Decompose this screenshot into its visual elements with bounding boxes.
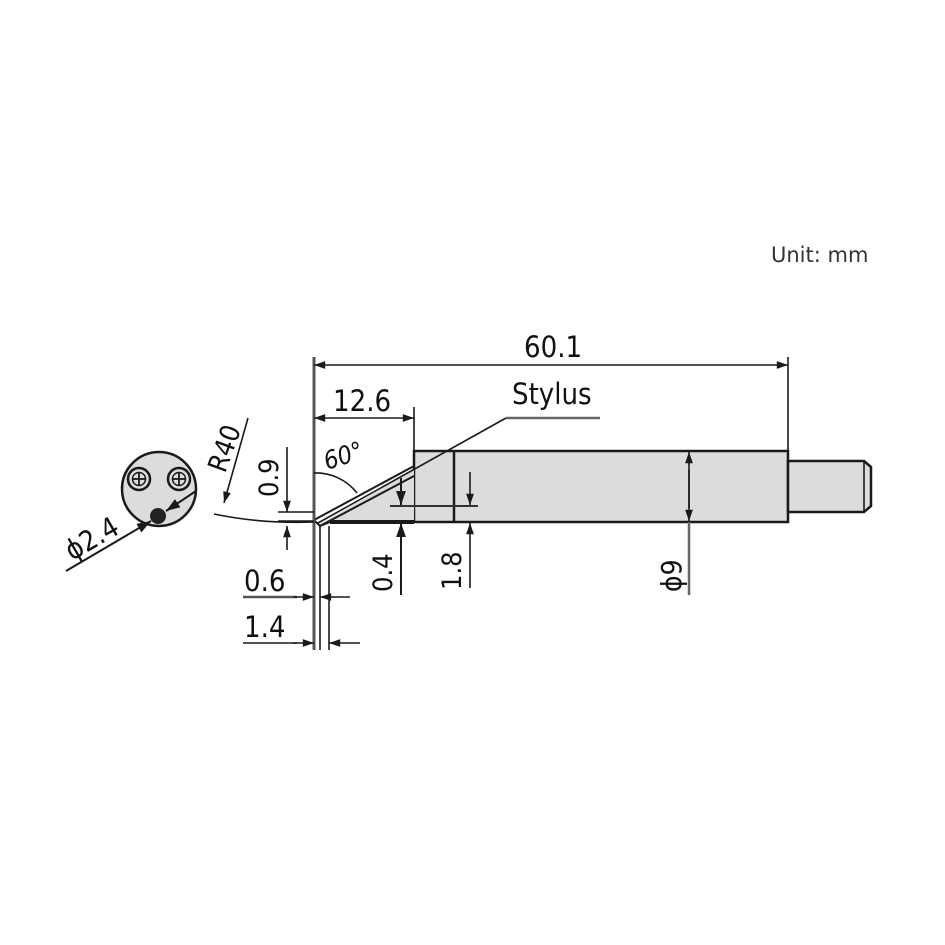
tip-width-b-label: 1.4 bbox=[244, 610, 285, 644]
offset-a-label: 0.4 bbox=[368, 553, 399, 592]
stylus-body bbox=[313, 449, 873, 528]
tip-height-label: 0.9 bbox=[254, 458, 285, 497]
offset-b-label: 1.8 bbox=[437, 551, 468, 590]
overall-length-label: 60.1 bbox=[524, 330, 582, 364]
end-view: ϕ2.4 bbox=[59, 450, 198, 572]
dimensions bbox=[213, 357, 789, 650]
tip-width-a-label: 0.6 bbox=[244, 564, 285, 598]
unit-label: Unit: mm bbox=[771, 243, 868, 267]
screw-icon bbox=[166, 466, 192, 492]
stylus-tip-dot bbox=[150, 508, 166, 524]
tip-angle-label: 60° bbox=[320, 436, 367, 476]
radius-label: R40 bbox=[202, 421, 247, 477]
tip-length-label: 12.6 bbox=[333, 384, 391, 418]
screw-icon bbox=[126, 466, 152, 492]
end-view-diameter-label: ϕ2.4 bbox=[59, 510, 125, 567]
body-diameter-label: ϕ9 bbox=[655, 559, 688, 592]
stylus-callout-label: Stylus bbox=[512, 377, 592, 411]
